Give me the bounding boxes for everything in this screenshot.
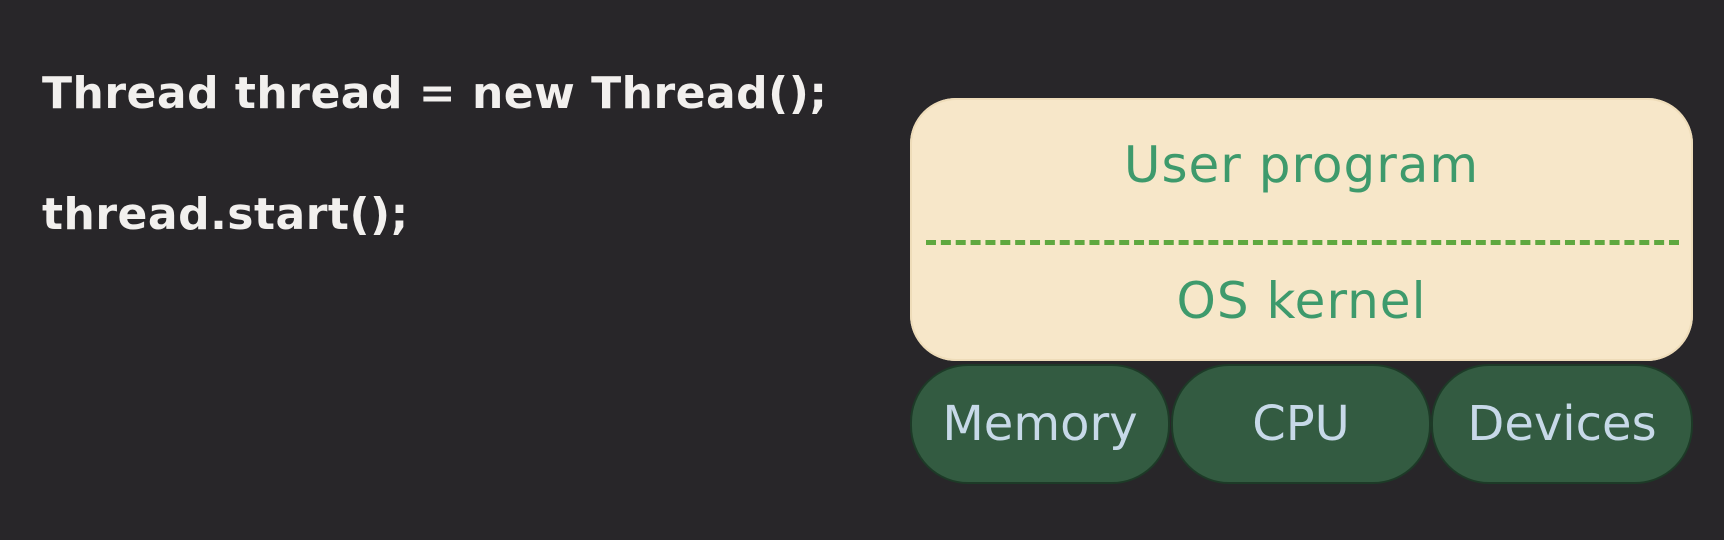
code-line-thread-start: thread.start(); bbox=[42, 189, 409, 240]
devices-box: Devices bbox=[1431, 364, 1693, 484]
memory-label: Memory bbox=[942, 396, 1138, 452]
code-line-thread-declaration: Thread thread = new Thread(); bbox=[42, 68, 828, 119]
software-layers-box: User program OS kernel bbox=[910, 98, 1693, 361]
cpu-label: CPU bbox=[1252, 396, 1350, 452]
user-program-label: User program bbox=[1123, 136, 1480, 194]
layer-divider-dashed-line bbox=[926, 240, 1679, 245]
cpu-box: CPU bbox=[1171, 364, 1431, 484]
devices-label: Devices bbox=[1467, 396, 1657, 452]
memory-box: Memory bbox=[910, 364, 1170, 484]
os-kernel-label: OS kernel bbox=[1176, 272, 1427, 330]
